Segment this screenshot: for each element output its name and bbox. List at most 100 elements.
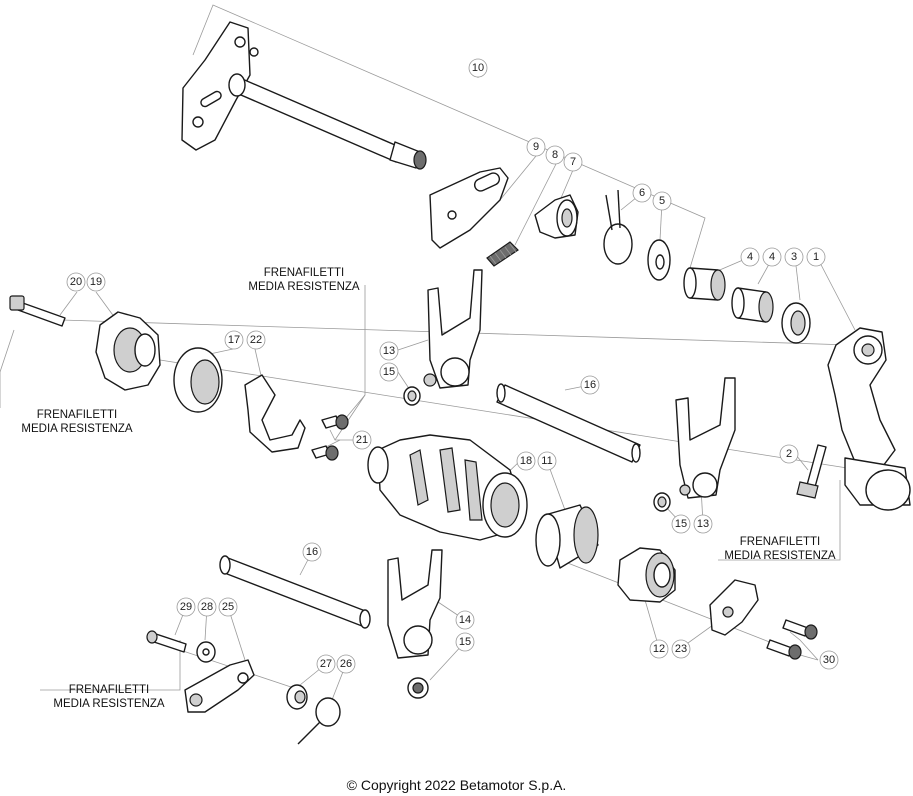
callout-11: 11: [537, 451, 557, 471]
svg-text:12: 12: [653, 643, 665, 655]
svg-text:MEDIA RESISTENZA: MEDIA RESISTENZA: [21, 423, 133, 435]
svg-text:18: 18: [520, 455, 532, 467]
svg-text:17: 17: [228, 334, 240, 346]
part-fork-14: [387, 549, 443, 659]
callout-22: 22: [246, 330, 266, 350]
part-screws-21: [311, 414, 349, 461]
part-pin-29: [146, 630, 187, 653]
callout-20: 20: [66, 272, 86, 292]
svg-text:13: 13: [697, 518, 709, 530]
svg-text:3: 3: [791, 251, 797, 263]
callout-6: 6: [632, 183, 652, 203]
svg-text:15: 15: [459, 636, 471, 648]
svg-text:23: 23: [675, 643, 687, 655]
part-bolt-20: [9, 295, 66, 327]
svg-text:28: 28: [201, 601, 213, 613]
part-lever-25: [184, 659, 255, 713]
part-spring: [486, 241, 519, 267]
callout-21: 21: [352, 430, 372, 450]
svg-text:2: 2: [786, 448, 792, 460]
callout-28: 28: [197, 597, 217, 617]
svg-text:22: 22: [250, 334, 262, 346]
part-bearing-11: [535, 504, 599, 569]
callout-4a: 4: [740, 247, 760, 267]
part-index-12: [617, 547, 676, 603]
part-retaining-plate: [244, 374, 306, 453]
callout-15b: 15: [671, 514, 691, 534]
threadlocker-note-lower-left: FRENAFILETTI MEDIA RESISTENZA: [53, 684, 165, 710]
callout-15c: 15: [455, 632, 475, 652]
svg-text:6: 6: [639, 187, 645, 199]
callout-2: 2: [779, 444, 799, 464]
callout-29: 29: [176, 597, 196, 617]
part-bearing-4b: [731, 287, 774, 323]
threadlocker-note-left: FRENAFILETTI MEDIA RESISTENZA: [21, 409, 133, 435]
svg-text:15: 15: [383, 366, 395, 378]
svg-text:MEDIA RESISTENZA: MEDIA RESISTENZA: [724, 550, 836, 562]
callout-30: 30: [819, 650, 839, 670]
part-washer-28: [196, 641, 216, 663]
callout-15a: 15: [379, 362, 399, 382]
part-bolt-2: [796, 444, 827, 499]
svg-text:16: 16: [584, 379, 596, 391]
callout-5: 5: [652, 191, 672, 211]
callout-8: 8: [545, 145, 565, 165]
callout-16b: 16: [302, 542, 322, 562]
part-washer: [647, 239, 671, 281]
part-shift-shaft: [181, 21, 427, 170]
callout-3: 3: [784, 247, 804, 267]
part-oil-seal-17: [173, 347, 223, 413]
callout-13b: 13: [693, 514, 713, 534]
part-selector-star: [95, 311, 161, 391]
svg-text:20: 20: [70, 276, 82, 288]
svg-text:4: 4: [769, 251, 775, 263]
callout-23: 23: [671, 639, 691, 659]
part-bush-27: [286, 684, 308, 710]
svg-text:29: 29: [180, 601, 192, 613]
svg-text:FRENAFILETTI: FRENAFILETTI: [69, 684, 150, 696]
callout-13a: 13: [379, 341, 399, 361]
callout-17: 17: [224, 330, 244, 350]
svg-text:4: 4: [747, 251, 753, 263]
svg-text:15: 15: [675, 518, 687, 530]
part-fork-13a: [423, 269, 483, 389]
callout-18: 18: [516, 451, 536, 471]
part-roller-15a: [403, 386, 421, 406]
threadlocker-note-center: FRENAFILETTI MEDIA RESISTENZA: [248, 267, 360, 293]
part-roller-15c: [407, 677, 429, 699]
part-bearing-4a: [683, 267, 726, 301]
part-selector-plate: [429, 167, 509, 249]
callout-14: 14: [455, 610, 475, 630]
svg-text:19: 19: [90, 276, 102, 288]
copyright-footer: © Copyright 2022 Betamotor S.p.A.: [346, 777, 567, 793]
part-roller-15b: [653, 492, 671, 512]
svg-text:5: 5: [659, 195, 665, 207]
part-ratchet-23: [709, 579, 759, 636]
svg-text:MEDIA RESISTENZA: MEDIA RESISTENZA: [248, 281, 360, 293]
svg-text:FRENAFILETTI: FRENAFILETTI: [37, 409, 118, 421]
callout-1: 1: [806, 247, 826, 267]
part-spring-26: [297, 697, 341, 745]
svg-text:9: 9: [533, 141, 539, 153]
part-shift-drum: [367, 434, 528, 541]
part-fork-shaft-16b: [219, 555, 371, 629]
callout-12: 12: [649, 639, 669, 659]
callout-25: 25: [218, 597, 238, 617]
part-oil-seal-3: [781, 302, 811, 344]
threadlocker-note-right: FRENAFILETTI MEDIA RESISTENZA: [724, 536, 836, 562]
svg-text:30: 30: [823, 654, 835, 666]
svg-text:MEDIA RESISTENZA: MEDIA RESISTENZA: [53, 698, 165, 710]
svg-text:27: 27: [320, 658, 332, 670]
svg-text:FRENAFILETTI: FRENAFILETTI: [740, 536, 821, 548]
part-bush: [534, 194, 579, 239]
svg-text:8: 8: [552, 149, 558, 161]
svg-text:7: 7: [570, 156, 576, 168]
svg-text:26: 26: [340, 658, 352, 670]
svg-text:1: 1: [813, 251, 819, 263]
svg-text:FRENAFILETTI: FRENAFILETTI: [264, 267, 345, 279]
svg-text:11: 11: [541, 455, 552, 467]
svg-text:21: 21: [356, 434, 368, 446]
callout-9: 9: [526, 137, 546, 157]
callout-16a: 16: [580, 375, 600, 395]
